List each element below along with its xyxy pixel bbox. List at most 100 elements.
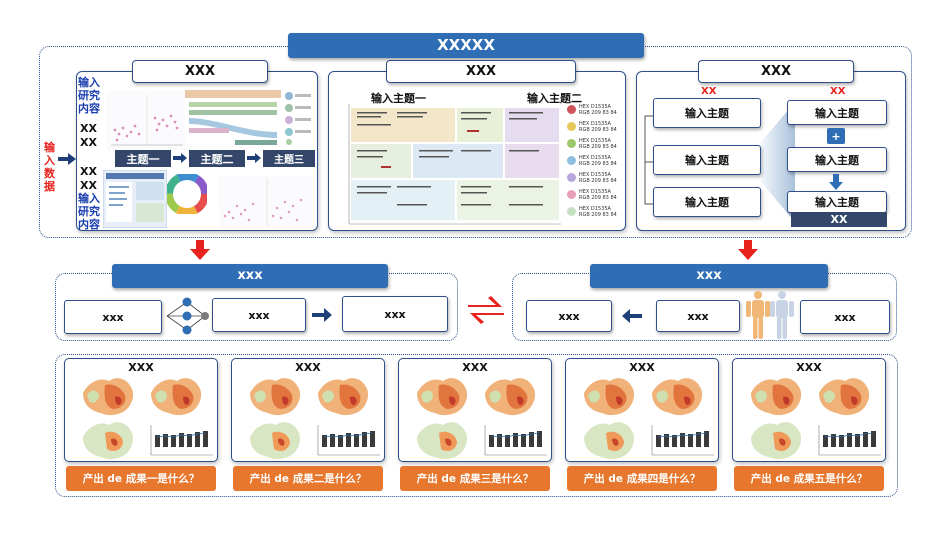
left-topic-box-1: 输入主题 bbox=[653, 98, 761, 128]
dashboard-thumbnail-icon bbox=[103, 170, 167, 228]
legend-hex: HEX D1535A bbox=[579, 104, 611, 110]
topic-heading-right: 输入主题二 bbox=[527, 92, 582, 105]
human-body-icon bbox=[746, 291, 794, 339]
legend-rgb: RGB 209 83 84 bbox=[579, 178, 617, 184]
panel-research-content: 主题一 主题二 主题三 bbox=[76, 71, 318, 231]
legend-hex: HEX D1535A bbox=[579, 206, 611, 212]
topic-heading-left: 输入主题一 bbox=[371, 92, 426, 105]
xx-label-1: XX bbox=[80, 122, 97, 135]
boxplot-thumbnail-icon bbox=[317, 425, 380, 456]
result-card: XXX bbox=[231, 358, 385, 462]
results-frame bbox=[55, 354, 898, 497]
theme-box-2: 主题二 bbox=[189, 150, 245, 167]
map-thumbnail-icon bbox=[417, 422, 468, 460]
boxplot-thumbnail-icon bbox=[484, 425, 547, 456]
result-card-label: XXX bbox=[629, 361, 655, 374]
result-caption: 产出 de 成果四是什么？ bbox=[567, 466, 717, 491]
result-card-label: XXX bbox=[796, 361, 822, 374]
result-card-label: XXX bbox=[462, 361, 488, 374]
middle-left-box-2: xxx bbox=[212, 298, 306, 332]
boxplot-thumbnail-icon bbox=[150, 425, 213, 456]
legend-swatch-icon bbox=[567, 173, 576, 182]
legend-rgb: RGB 209 83 84 bbox=[579, 144, 617, 150]
result-card-label: XXX bbox=[128, 361, 154, 374]
result-card: XXX bbox=[732, 358, 886, 462]
arrow-down-icon bbox=[829, 174, 843, 190]
legend-hex: HEX D1535A bbox=[579, 172, 611, 178]
legend-swatch-icon bbox=[567, 139, 576, 148]
xx-label-2: XX bbox=[80, 136, 97, 149]
bracket-connector bbox=[644, 115, 653, 205]
result-card: XXX bbox=[398, 358, 552, 462]
arrow-right-icon bbox=[247, 153, 261, 163]
result-caption: 产出 de 成果一是什么？ bbox=[66, 466, 216, 491]
boxplot-thumbnail-icon bbox=[651, 425, 714, 456]
middle-left-box-1: xxx bbox=[64, 300, 162, 334]
legend-swatch-icon bbox=[567, 156, 576, 165]
red-label-left: XX bbox=[701, 86, 717, 97]
map-thumbnail-icon bbox=[652, 378, 703, 416]
main-title: XXXXX bbox=[288, 33, 644, 58]
scatter-grid-thumbnail-icon bbox=[219, 176, 315, 228]
legend-column-icon bbox=[285, 92, 311, 145]
result-caption: 产出 de 成果二是什么？ bbox=[233, 466, 383, 491]
theme-box-1: 主题一 bbox=[115, 150, 171, 167]
right-topic-box-2: 输入主题 bbox=[787, 147, 887, 172]
legend-rgb: RGB 209 83 84 bbox=[579, 110, 617, 116]
scatter-thumbnail-icon bbox=[107, 90, 185, 150]
result-caption: 产出 de 成果三是什么？ bbox=[400, 466, 550, 491]
legend-swatch-icon bbox=[567, 105, 576, 114]
left-topic-box-3: 输入主题 bbox=[653, 187, 761, 217]
legend-hex: HEX D1535A bbox=[579, 155, 611, 161]
result-card-label: XXX bbox=[295, 361, 321, 374]
xx-label-4: XX bbox=[80, 179, 97, 192]
map-thumbnail-icon bbox=[318, 378, 369, 416]
legend-hex: HEX D1535A bbox=[579, 121, 611, 127]
map-thumbnail-icon bbox=[83, 378, 134, 416]
panel1-title: XXX bbox=[132, 60, 268, 83]
research-content-label-bottom: 输入研究内容 bbox=[78, 192, 100, 231]
neural-network-icon bbox=[166, 297, 209, 335]
red-label-right: XX bbox=[830, 86, 846, 97]
arrow-down-red-icon bbox=[738, 240, 758, 260]
topic-matrix-chart bbox=[337, 104, 563, 226]
right-topic-box-3: 输入主题 bbox=[787, 191, 887, 213]
xx-label-3: XX bbox=[80, 165, 97, 178]
map-thumbnail-icon bbox=[250, 422, 301, 460]
map-thumbnail-icon bbox=[751, 378, 802, 416]
map-thumbnail-icon bbox=[151, 378, 202, 416]
legend-swatch-icon bbox=[567, 122, 576, 131]
result-card: XXX bbox=[565, 358, 719, 462]
color-wheel-icon bbox=[167, 174, 207, 214]
legend-hex: HEX D1535A bbox=[579, 138, 611, 144]
map-thumbnail-icon bbox=[417, 378, 468, 416]
input-arrow bbox=[58, 150, 76, 165]
arrow-left-icon bbox=[622, 309, 642, 323]
map-thumbnail-icon bbox=[751, 422, 802, 460]
panel3-title: XXX bbox=[698, 60, 854, 83]
legend-swatch-icon bbox=[567, 190, 576, 199]
legend-hex: HEX D1535A bbox=[579, 189, 611, 195]
legend-rgb: RGB 209 83 84 bbox=[579, 161, 617, 167]
boxplot-thumbnail-icon bbox=[818, 425, 881, 456]
plus-sign: + bbox=[827, 128, 845, 144]
arrow-right-icon bbox=[173, 153, 187, 163]
arrow-right-icon bbox=[312, 308, 332, 322]
right-topic-box-1: 输入主题 bbox=[787, 100, 887, 125]
theme-box-3: 主题三 bbox=[263, 150, 315, 167]
result-label-bar: XX bbox=[791, 212, 887, 227]
map-thumbnail-icon bbox=[250, 378, 301, 416]
map-thumbnail-icon bbox=[584, 422, 635, 460]
panel-topic-flow: XX XX 输入主题 输入主题 输入主题 输入主题 + 输入主题 输入主题 XX bbox=[636, 71, 906, 231]
legend-rgb: RGB 209 83 84 bbox=[579, 195, 617, 201]
middle-left-box-3: xxx bbox=[342, 296, 448, 332]
swap-arrows-icon bbox=[468, 296, 504, 324]
